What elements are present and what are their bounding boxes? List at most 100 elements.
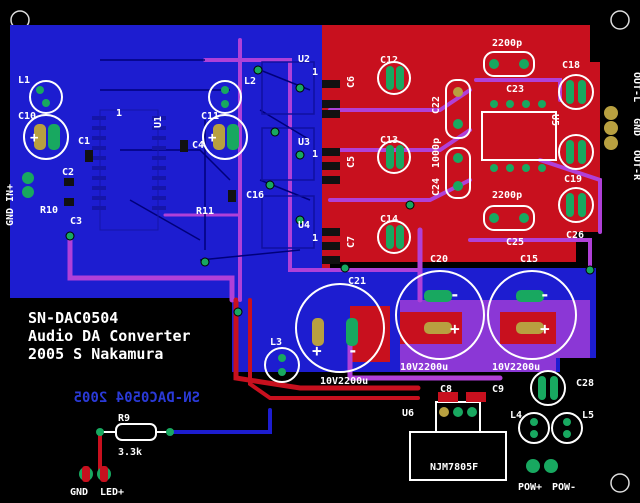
sot-pads	[322, 80, 340, 264]
label-u4-pin1: 1	[312, 233, 318, 244]
input-connector	[22, 172, 34, 198]
label-c12: C12	[380, 55, 398, 66]
c18-outline	[558, 74, 594, 110]
label-out-l: OUT-L	[631, 72, 640, 102]
label-gnd-out: GND	[631, 118, 640, 136]
led-connector	[79, 466, 111, 482]
l3-outline	[264, 347, 300, 383]
l5-outline	[551, 412, 583, 444]
c14-outline	[377, 220, 411, 254]
label-gnd-led: GND	[70, 487, 88, 498]
c20-outline	[395, 270, 485, 360]
polarity-minus-c21: -	[348, 341, 358, 360]
label-r10: R10	[40, 205, 58, 216]
u1-footprint	[92, 109, 166, 231]
polarity-plus-c20: +	[450, 319, 460, 338]
u5-dip8	[481, 100, 557, 172]
c26-outline	[558, 187, 594, 223]
mirrored-bottom-text: SN-DAC0504 2005	[74, 390, 200, 406]
label-l5: L5	[582, 410, 594, 421]
label-l1: L1	[18, 75, 30, 86]
label-u5: U5	[549, 114, 560, 126]
label-c2: C2	[62, 167, 74, 178]
film-caps	[445, 51, 535, 231]
label-c8: C8	[440, 384, 452, 395]
label-c21: C21	[348, 276, 366, 287]
label-c22-value: 1000p	[431, 138, 442, 168]
label-l2: L2	[244, 76, 256, 87]
polarity-plus-c15: +	[540, 319, 550, 338]
polarity-plus-c10: +	[30, 130, 38, 146]
label-c20: C20	[430, 254, 448, 265]
board-credit: 2005 S Nakamura	[28, 345, 163, 363]
label-c22: C22	[431, 96, 442, 114]
polarity-plus-c11: +	[208, 130, 216, 146]
vias	[65, 65, 595, 317]
u6-regulator	[409, 392, 507, 481]
top-copper-pour	[322, 25, 600, 268]
c15-outline	[487, 270, 577, 360]
bottom-copper-pour	[10, 25, 330, 298]
label-u3: U3	[298, 137, 310, 148]
output-connector	[604, 106, 618, 150]
label-c5: C5	[346, 156, 357, 168]
polarity-minus-c20: -	[450, 285, 460, 304]
c12-outline	[377, 61, 411, 95]
label-c13: C13	[380, 135, 398, 146]
mounting-hole-br	[610, 473, 630, 493]
label-gnd-in: GND IN+	[5, 184, 16, 226]
label-u2-pin1: 1	[312, 67, 318, 78]
label-out-r: OUT-R	[631, 150, 640, 181]
label-c15-value: 10V2200u	[492, 362, 540, 373]
label-l4: L4	[510, 410, 522, 421]
label-c25: C25	[506, 237, 524, 248]
label-c28: C28	[576, 378, 594, 389]
label-c7: C7	[346, 236, 357, 248]
c19-outline	[558, 134, 594, 170]
power-connector	[526, 459, 558, 473]
c28-outline	[530, 370, 566, 406]
label-c20-value: 10V2200u	[400, 362, 448, 373]
polarity-minus-c15: -	[540, 285, 550, 304]
smd-caps	[64, 140, 236, 206]
silkscreen-labels: L1 C10 C1 C2 R10 C3 GND IN+ U1 1 C11 C4 …	[5, 38, 640, 498]
label-c24: C24	[431, 178, 442, 196]
label-c16: C16	[246, 190, 264, 201]
label-c3: C3	[70, 216, 82, 227]
label-c10: C10	[18, 111, 36, 122]
l4-outline	[518, 412, 550, 444]
label-r9-value: 3.3k	[118, 447, 142, 458]
label-c11: C11	[201, 111, 219, 122]
l2-outline	[208, 80, 242, 114]
label-c1: C1	[78, 136, 90, 147]
c10-outline	[23, 114, 69, 160]
board-subtitle: Audio DA Converter	[28, 327, 191, 345]
label-c21-value: 10V2200u	[320, 376, 368, 387]
board-title-block: SN-DAC0504 Audio DA Converter 2005 S Nak…	[28, 309, 200, 406]
label-c14: C14	[380, 214, 398, 225]
label-c6: C6	[346, 76, 357, 88]
label-r11: R11	[196, 206, 214, 217]
label-u6: U6	[402, 408, 414, 419]
radial-components	[23, 61, 594, 444]
r9-resistor	[96, 423, 174, 441]
label-l3: L3	[270, 337, 282, 348]
label-pow-plus: POW+	[518, 482, 542, 493]
label-pow-minus: POW-	[552, 482, 576, 493]
c13-outline	[377, 140, 411, 174]
label-u6-part: NJM7805F	[430, 462, 478, 473]
c11-outline	[202, 114, 248, 160]
c21-outline	[295, 283, 385, 373]
polarity-plus-c21: +	[312, 341, 322, 360]
label-c4: C4	[192, 140, 204, 151]
label-c9: C9	[492, 384, 504, 395]
label-u2: U2	[298, 54, 310, 65]
label-c18: C18	[562, 60, 580, 71]
label-led-plus: LED+	[100, 487, 124, 498]
label-r9: R9	[118, 413, 130, 424]
label-c15: C15	[520, 254, 538, 265]
label-u1-pin1: 1	[116, 108, 122, 119]
label-c23: C23	[506, 84, 524, 95]
